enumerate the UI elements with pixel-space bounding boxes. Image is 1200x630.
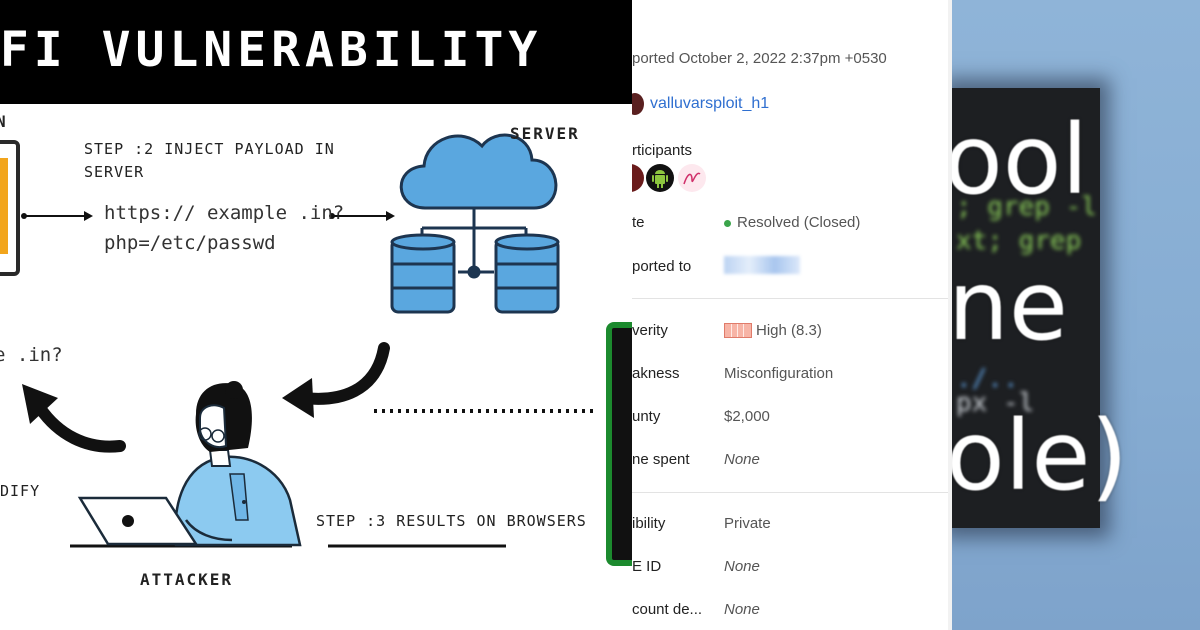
status-value: Resolved (Closed)	[737, 214, 861, 231]
server-label: SERVER	[510, 124, 580, 143]
step3-label: STEP :3 RESULTS ON BROWSERS	[316, 512, 587, 530]
arrow-right-icon	[329, 211, 395, 221]
avatar[interactable]	[646, 164, 674, 192]
step1-modify-label: DIFY	[0, 482, 41, 500]
cropped-label: N	[0, 112, 8, 131]
divider	[632, 298, 948, 299]
database-icon	[494, 233, 560, 314]
weakness-value[interactable]: Misconfiguration	[724, 365, 834, 382]
participants-label: rticipants	[632, 142, 693, 159]
results-browser-frame	[606, 322, 632, 566]
curved-arrow-icon	[22, 384, 126, 453]
visibility-value: Private	[724, 515, 771, 532]
bounty-value: $2,000	[724, 408, 770, 425]
infographic-banner: LFI VULNERABILITY	[0, 0, 632, 104]
account-details-label: count de...	[632, 601, 703, 618]
panel-edge	[948, 0, 952, 630]
payload-url-path: php=/etc/passwd	[104, 232, 276, 254]
browser-device-icon	[0, 140, 20, 276]
avatar[interactable]	[632, 164, 644, 192]
headline-line: ool	[952, 104, 1089, 216]
headline-line: ne	[952, 250, 1068, 362]
terminal-code-line: ; grep -l	[956, 192, 1097, 222]
status-dot-icon	[724, 220, 731, 227]
redacted-program-link[interactable]	[724, 256, 800, 274]
visibility-label: ibility	[632, 515, 666, 532]
arrow-right-icon	[21, 211, 93, 221]
step2-label: STEP :2 INJECT PAYLOAD IN	[84, 140, 335, 158]
payload-url: https:// example .in?	[104, 202, 345, 224]
time-spent-label: ne spent	[632, 451, 690, 468]
avatar[interactable]	[678, 164, 706, 192]
weakness-label: akness	[632, 365, 680, 382]
database-icon	[390, 233, 456, 314]
reporter-link[interactable]: valluvarsploit_h1	[650, 95, 770, 112]
laptop-icon	[77, 496, 199, 546]
headline-line: ole)	[952, 400, 1128, 512]
curved-arrow-icon	[282, 342, 390, 418]
android-icon	[652, 170, 668, 188]
time-spent-value: None	[724, 451, 760, 468]
reported-date: ported October 2, 2022 2:37pm +0530	[632, 50, 887, 67]
state-label: te	[632, 214, 645, 231]
terminal-code-line: px -l	[956, 388, 1035, 418]
avatar	[632, 93, 644, 115]
signature-avatar-icon	[683, 172, 701, 185]
lfi-infographic: LFI VULNERABILITY	[0, 0, 632, 589]
cve-id-value: None	[724, 558, 760, 575]
account-details-value: None	[724, 601, 760, 618]
attacker-label: ATTACKER	[140, 570, 234, 589]
terminal-code-line: xt; grep	[956, 226, 1082, 256]
attacker-person-icon	[174, 381, 302, 547]
divider	[632, 492, 948, 493]
infographic-title: LFI VULNERABILITY	[0, 22, 543, 78]
cropped-url-label: e .in?	[0, 344, 63, 366]
terminal-window: ; grep -l xt; grep ./.. px -l	[952, 88, 1100, 528]
bounty-label: unty	[632, 408, 661, 425]
terminal-code-line: ./..	[956, 364, 1019, 394]
cloud-icon	[399, 133, 558, 210]
cve-id-label: E ID	[632, 558, 662, 575]
reported-to-label: ported to	[632, 258, 692, 275]
severity-value: High (8.3)	[756, 322, 822, 339]
report-details-panel: ported October 2, 2022 2:37pm +0530 vall…	[632, 0, 952, 630]
severity-label: verity	[632, 322, 668, 339]
severity-high-icon	[724, 323, 752, 338]
step2-label-continued: SERVER	[84, 163, 145, 181]
infographic-artwork	[0, 133, 598, 548]
terminal-thumbnail: ; grep -l xt; grep ./.. px -l ool ne ole…	[952, 0, 1200, 630]
